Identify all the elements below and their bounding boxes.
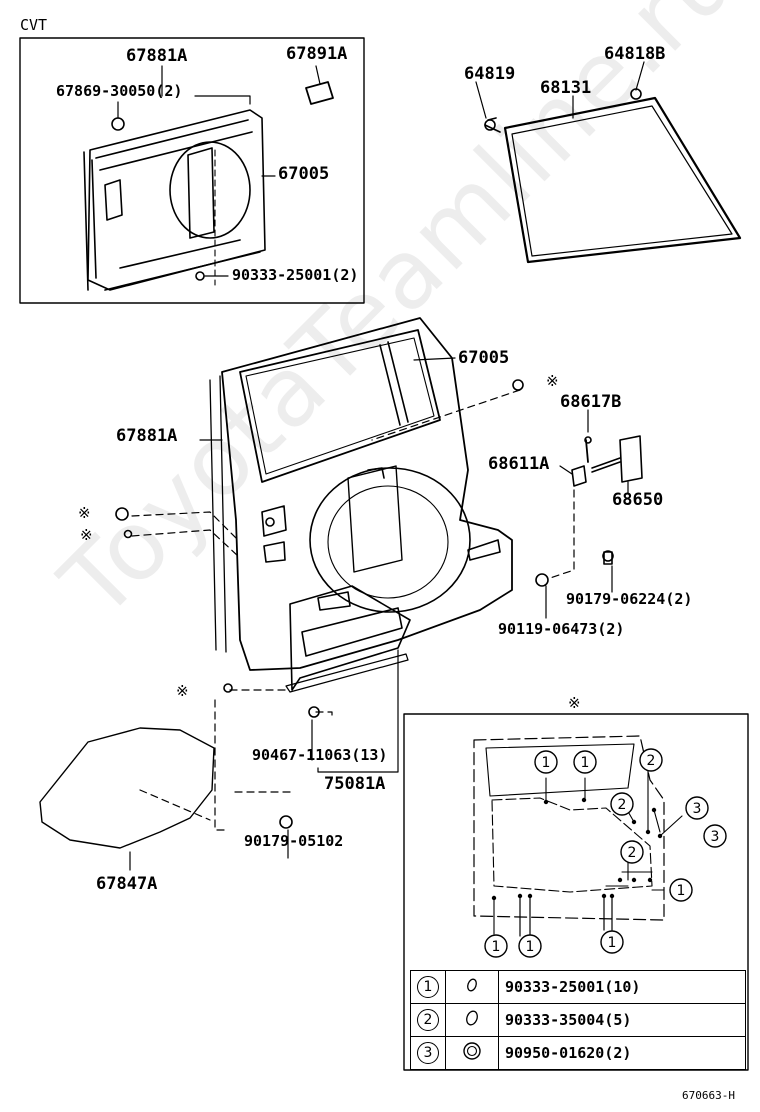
- legend-row: 2 90333-35004(5): [410, 1003, 746, 1037]
- door-window-opening: [239, 329, 441, 483]
- part-68617B: 68617B: [560, 392, 622, 412]
- rear-glass: [503, 96, 742, 264]
- clip-callout: 1: [677, 883, 686, 899]
- part-67005-inset: 67005: [278, 164, 330, 184]
- part-90467-11063: 90467-11063(13): [252, 746, 388, 764]
- service-hole-cover: [39, 727, 215, 849]
- cvt-label: CVT: [20, 16, 48, 34]
- part-90179-05102: 90179-05102: [244, 832, 344, 850]
- clip-callout: 2: [628, 845, 637, 861]
- legend-key: 1: [417, 976, 439, 998]
- part-64819: 64819: [464, 64, 516, 84]
- clip-icon: [466, 1010, 478, 1026]
- door-handle-68650: [619, 435, 643, 483]
- lower-garnish: [289, 585, 411, 691]
- plug-icon: [463, 1042, 481, 1060]
- inset-trim-panel: [87, 109, 266, 291]
- clip-callout: 1: [608, 935, 617, 951]
- back-door-body: [221, 317, 513, 671]
- legend-key: 2: [417, 1009, 439, 1031]
- clip-callout: 1: [492, 939, 501, 955]
- part-90333-25001-inset: 90333-25001(2): [232, 266, 359, 284]
- part-68611A: 68611A: [488, 454, 550, 474]
- part-68131: 68131: [540, 78, 592, 98]
- part-67847A: 67847A: [96, 874, 158, 894]
- note-mark: ※: [176, 682, 189, 700]
- legend-key: 3: [417, 1042, 439, 1064]
- clip-diagram-note-mark: ※: [568, 694, 581, 712]
- note-mark: ※: [546, 372, 559, 390]
- note-mark: ※: [80, 526, 93, 544]
- clip-callout: 2: [647, 753, 656, 769]
- part-67869-30050: 67869-30050(2): [56, 82, 183, 100]
- cvt-inset-frame: [19, 37, 365, 304]
- part-90179-06224: 90179-06224(2): [566, 590, 693, 608]
- clip-callout: 3: [711, 829, 720, 845]
- clip-legend-table: 1 90333-25001(10) 2 90333-35004(5) 3 909…: [410, 970, 746, 1070]
- legend-part: 90333-25001(10): [498, 970, 746, 1004]
- clip-callout: 1: [581, 755, 590, 771]
- note-mark: ※: [78, 504, 91, 522]
- part-67005-main: 67005: [458, 348, 510, 368]
- clip-icon: [467, 978, 477, 992]
- clip-location-frame: [403, 713, 749, 1071]
- clip-callout: 2: [618, 797, 627, 813]
- part-64818B: 64818B: [604, 44, 666, 64]
- part-67881A-inset: 67881A: [126, 46, 188, 66]
- drawing-code: 670663-H: [682, 1089, 735, 1102]
- legend-part: 90950-01620(2): [498, 1036, 746, 1070]
- clip-callout: 3: [693, 801, 702, 817]
- legend-row: 3 90950-01620(2): [410, 1036, 746, 1070]
- part-68650: 68650: [612, 490, 664, 510]
- legend-row: 1 90333-25001(10): [410, 970, 746, 1004]
- part-67881A-main: 67881A: [116, 426, 178, 446]
- part-75081A: 75081A: [324, 774, 386, 794]
- part-67891A: 67891A: [286, 44, 348, 64]
- inset-plug: [305, 81, 334, 105]
- part-90119-06473: 90119-06473(2): [498, 620, 625, 638]
- legend-part: 90333-35004(5): [498, 1003, 746, 1037]
- clip-callout: 1: [542, 755, 551, 771]
- clip-callout: 1: [526, 939, 535, 955]
